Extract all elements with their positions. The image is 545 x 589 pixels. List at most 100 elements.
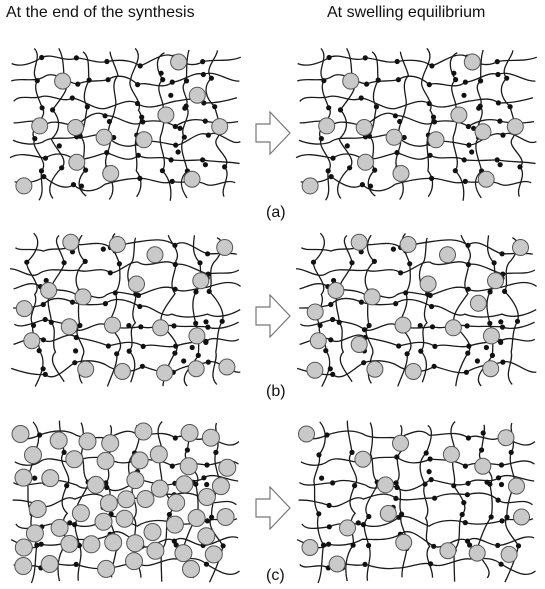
crosslink-point [488,514,494,520]
filler-particle [327,282,345,299]
crosslink-point [494,157,500,163]
crosslink-point [73,348,79,354]
crosslink-point [392,113,398,119]
crosslink-point [171,538,177,544]
crosslink-point [205,132,211,138]
filler-particle [187,509,206,527]
filler-particle [95,128,113,146]
crosslink-point [489,352,495,358]
crosslink-point [330,371,336,377]
polymer-chain [301,239,533,255]
crosslink-point [50,107,56,113]
crosslink-point [497,118,503,124]
polymer-chain [453,234,471,387]
network-after-swelling-a [295,47,538,201]
crosslink-point [197,260,203,266]
crosslink-point [465,435,471,441]
filler-particle [197,488,216,506]
crosslink-point [504,75,510,81]
crosslink-point [480,430,486,436]
filler-particle [150,479,169,498]
crosslink-point [204,518,210,524]
crosslink-point [465,350,471,356]
crosslink-point [133,291,139,297]
crosslink-point [361,360,367,366]
crosslink-point [393,495,399,501]
crosslink-point [491,260,497,266]
crosslink-point [502,288,508,294]
crosslink-point [325,168,331,174]
crosslink-point [177,125,183,131]
filler-particle [146,541,165,560]
filler-particle [197,527,216,546]
crosslink-point [465,123,471,130]
crosslink-point [172,350,178,356]
crosslink-point [38,541,44,547]
filler-particle [427,131,445,149]
crosslink-point [499,251,505,257]
polymer-chain [297,54,538,67]
crosslink-point [72,360,78,366]
filler-particle [216,508,235,526]
crosslink-point [337,107,344,113]
filler-particle [474,457,492,475]
crosslink-point [431,363,437,369]
crosslink-point [83,167,89,173]
filler-particle [216,239,234,256]
crosslink-point [112,290,118,296]
crosslink-point [463,369,469,375]
crosslink-point [34,78,40,84]
crosslink-point [361,327,368,333]
crosslink-point [175,149,181,155]
filler-particle [469,294,487,312]
filler-particle [170,53,188,71]
filler-particle [126,471,145,490]
crosslink-point [61,449,67,455]
filler-particle [108,236,126,253]
filler-particle [342,72,360,90]
filler-particle [14,557,33,575]
crosslink-point [39,105,45,111]
crosslink-point [183,78,190,84]
filler-particle [354,450,372,468]
filler-particle [14,538,33,557]
panel-a-label: (a) [266,204,286,221]
crosslink-point [495,71,501,78]
crosslink-point [202,162,208,168]
crosslink-point [42,316,48,323]
filler-particle [474,123,492,141]
crosslink-point [407,261,413,267]
filler-particle [14,468,33,487]
filler-particle [86,475,105,494]
crosslink-point [326,541,332,547]
filler-particle [301,539,319,556]
crosslink-point [476,105,482,111]
crosslink-point [347,165,353,171]
filler-particle [101,434,120,453]
filler-particle [497,429,515,447]
filler-particle [439,542,457,560]
crosslink-point [429,303,435,310]
crosslink-point [67,520,73,526]
filler-particle [15,300,33,318]
crosslink-point [330,316,336,323]
crosslink-point [40,301,46,308]
filler-particle [355,119,373,136]
filler-particle [506,118,524,136]
polymer-chain [26,232,44,387]
crosslink-point [430,114,437,120]
crosslink-point [171,323,177,329]
crosslink-point [61,260,67,266]
crosslink-point [500,132,506,138]
crosslink-point [429,63,435,69]
crosslink-point [474,358,480,364]
crosslink-point [517,164,523,170]
polymer-chain [313,421,326,584]
crosslink-point [422,481,428,487]
crosslink-point [37,432,43,438]
crosslink-point [40,366,46,372]
crosslink-point [189,344,195,351]
crosslink-point [459,511,465,518]
transition-arrow-icon [255,485,291,531]
polymer-chain [364,234,376,384]
